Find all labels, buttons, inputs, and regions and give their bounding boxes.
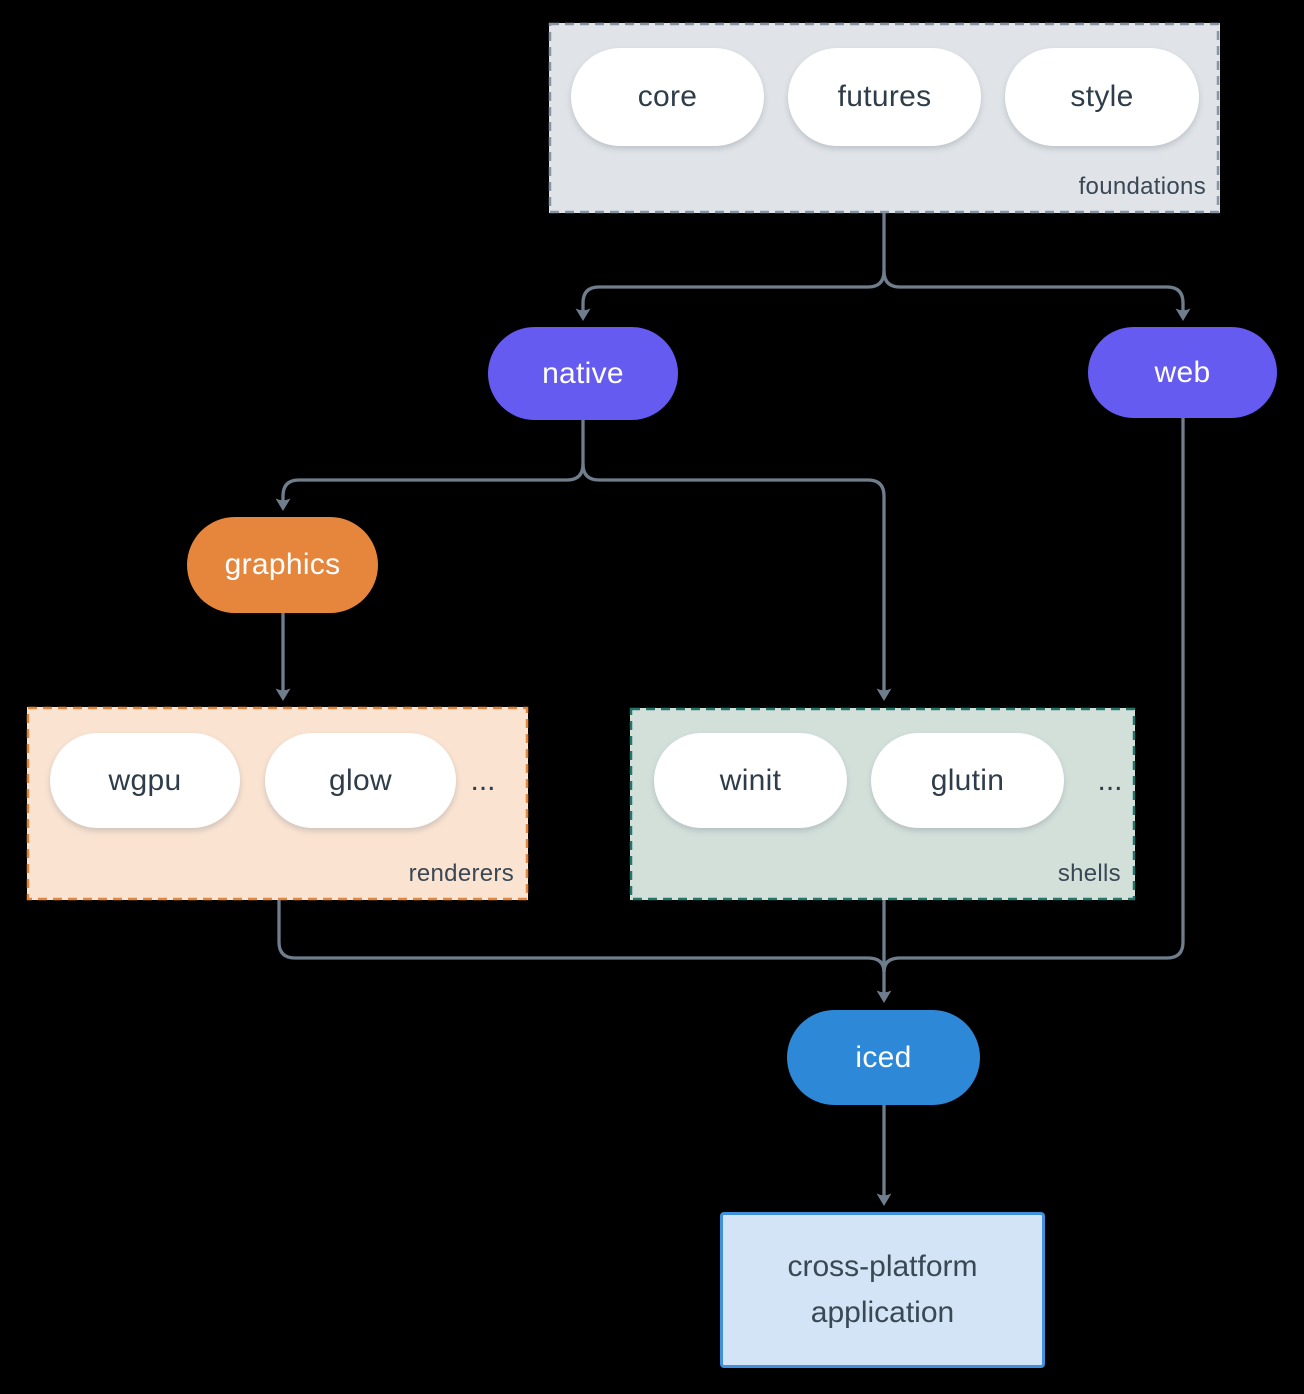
- arrowhead-web: [1175, 308, 1191, 321]
- group-renderers-label: renderers: [408, 860, 514, 887]
- arrowhead-renderers: [275, 688, 291, 701]
- arrowhead-graphics: [275, 498, 291, 511]
- connector-graphics-renderers: [275, 613, 291, 701]
- node-web: web: [1088, 327, 1277, 418]
- node-core-label: core: [637, 80, 698, 113]
- node-glow: glow: [265, 733, 456, 828]
- node-futures-label: futures: [837, 80, 932, 113]
- shells-ellipsis: ...: [1097, 763, 1123, 797]
- node-wgpu: wgpu: [50, 733, 240, 828]
- connector-iced-application: [876, 1105, 892, 1206]
- arrowhead-iced: [876, 990, 892, 1003]
- arrowhead-shells: [876, 688, 892, 701]
- group-renderers: wgpu glow ... renderers: [27, 707, 528, 900]
- node-graphics: graphics: [187, 517, 378, 613]
- node-futures: futures: [788, 48, 981, 146]
- node-cross-platform-application: cross-platform application: [720, 1212, 1045, 1368]
- node-iced: iced: [787, 1010, 980, 1105]
- node-style: style: [1005, 48, 1199, 146]
- node-core: core: [571, 48, 764, 146]
- connector-foundations-split: [575, 213, 1191, 321]
- group-foundations-label: foundations: [1078, 173, 1206, 200]
- node-graphics-label: graphics: [224, 548, 341, 581]
- arrowhead-application: [876, 1193, 892, 1206]
- node-winit-label: winit: [719, 763, 782, 797]
- arrowhead-native: [575, 308, 591, 321]
- renderers-ellipsis: ...: [470, 763, 496, 797]
- group-foundations: core futures style foundations: [549, 23, 1220, 213]
- node-web-label: web: [1154, 355, 1211, 389]
- group-shells-label: shells: [1057, 860, 1121, 887]
- node-iced-label: iced: [855, 1040, 912, 1074]
- node-winit: winit: [654, 733, 847, 828]
- node-wgpu-label: wgpu: [108, 763, 182, 797]
- node-glutin: glutin: [871, 733, 1064, 828]
- group-shells: winit glutin ... shells: [630, 708, 1135, 900]
- node-style-label: style: [1070, 80, 1134, 113]
- node-native-label: native: [542, 356, 624, 390]
- node-cross-platform-application-label: cross-platform application: [787, 1250, 978, 1329]
- node-glutin-label: glutin: [930, 763, 1005, 797]
- node-native: native: [488, 327, 678, 420]
- node-glow-label: glow: [329, 763, 392, 797]
